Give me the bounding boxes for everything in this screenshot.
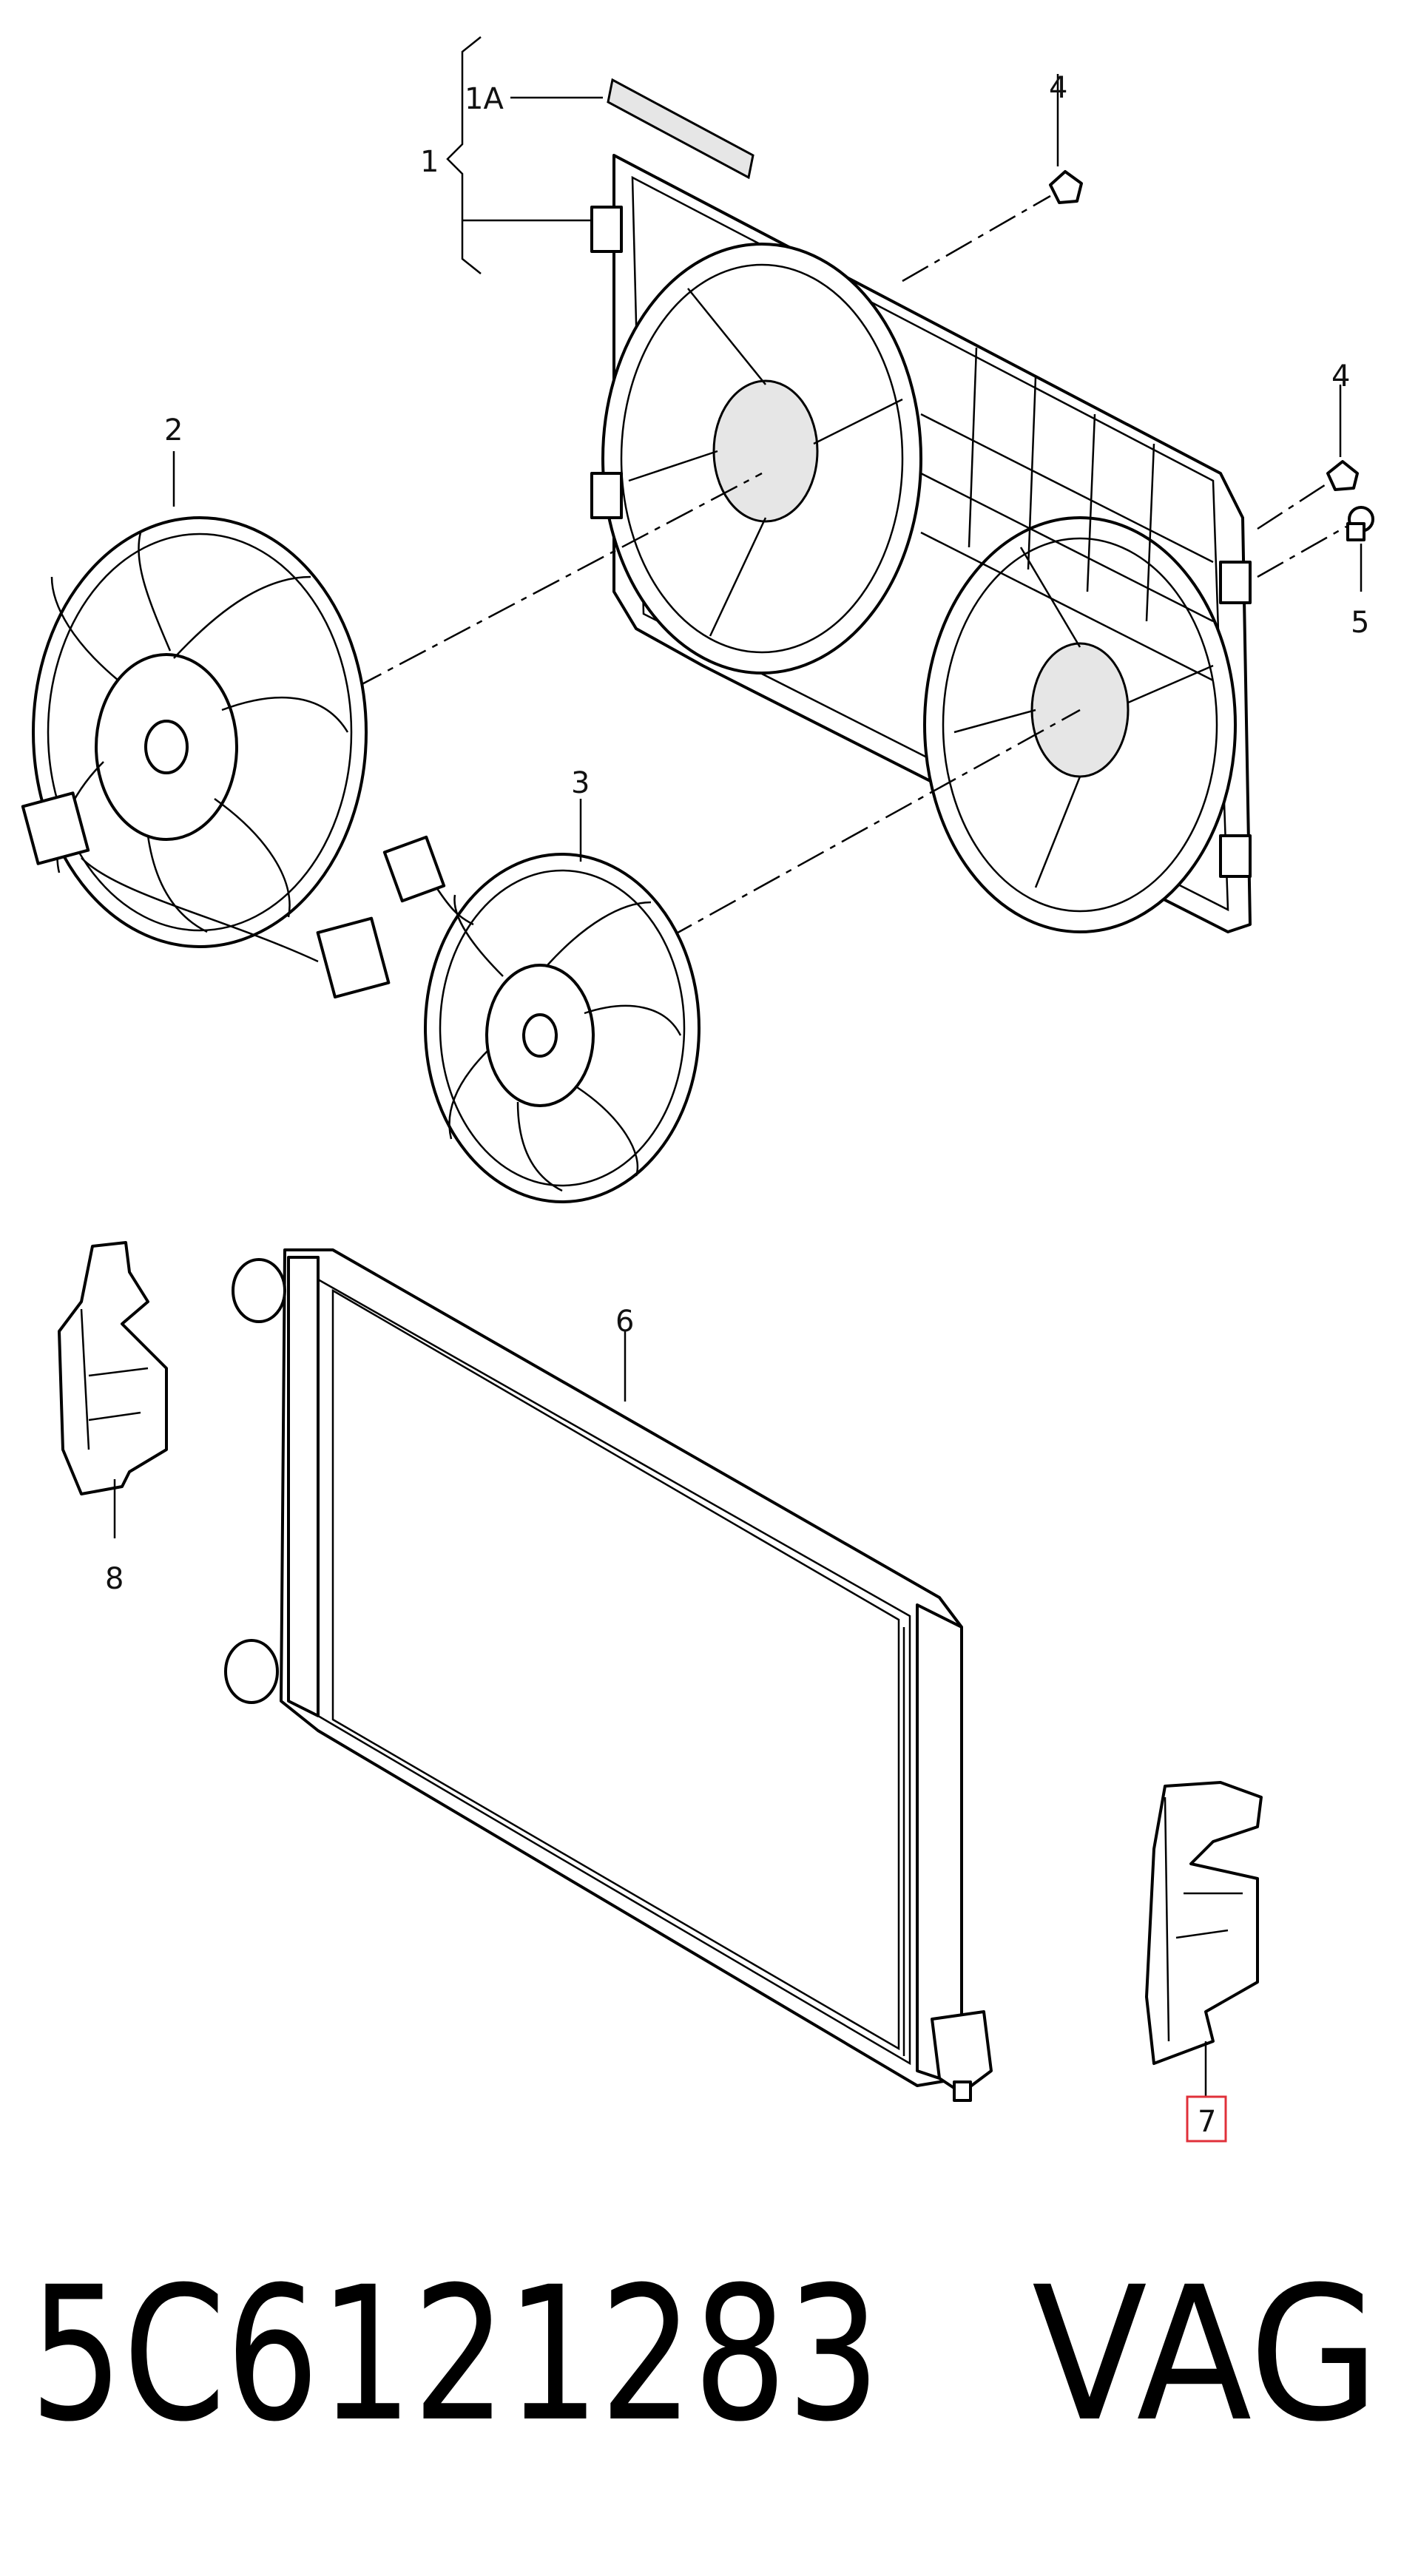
assembly-lines bbox=[354, 195, 1347, 941]
callout-1a: 1A bbox=[465, 82, 504, 116]
fan-shroud-part-1 bbox=[590, 154, 1252, 933]
air-guide-part-7 bbox=[1145, 1781, 1263, 2143]
bracket-callout-1 bbox=[446, 36, 603, 274]
callout-6: 6 bbox=[615, 1305, 634, 1339]
seal-strip-part-1a bbox=[607, 78, 754, 180]
callout-3: 3 bbox=[571, 766, 590, 800]
brand-name: VAG bbox=[1032, 2247, 1380, 2462]
part-number: 5C6121283 bbox=[30, 2247, 880, 2462]
callout-1: 1 bbox=[420, 145, 439, 179]
callout-2: 2 bbox=[164, 413, 183, 447]
callout-8: 8 bbox=[105, 1562, 124, 1596]
screw-part-5 bbox=[1346, 506, 1374, 592]
callout-4-right: 4 bbox=[1331, 359, 1350, 393]
clip-nut-part-4-top bbox=[1049, 74, 1083, 204]
highlight-box-callout-7 bbox=[1186, 2095, 1227, 2143]
large-fan-part-2 bbox=[21, 451, 391, 999]
small-fan-part-3 bbox=[382, 799, 700, 1203]
air-guide-part-8 bbox=[58, 1241, 168, 1538]
clip-nut-part-4-right bbox=[1326, 385, 1359, 491]
callout-7: 7 bbox=[1198, 2105, 1216, 2139]
callout-4-top: 4 bbox=[1049, 71, 1067, 105]
callout-5: 5 bbox=[1351, 606, 1369, 640]
radiator-part-6 bbox=[224, 1248, 993, 2102]
